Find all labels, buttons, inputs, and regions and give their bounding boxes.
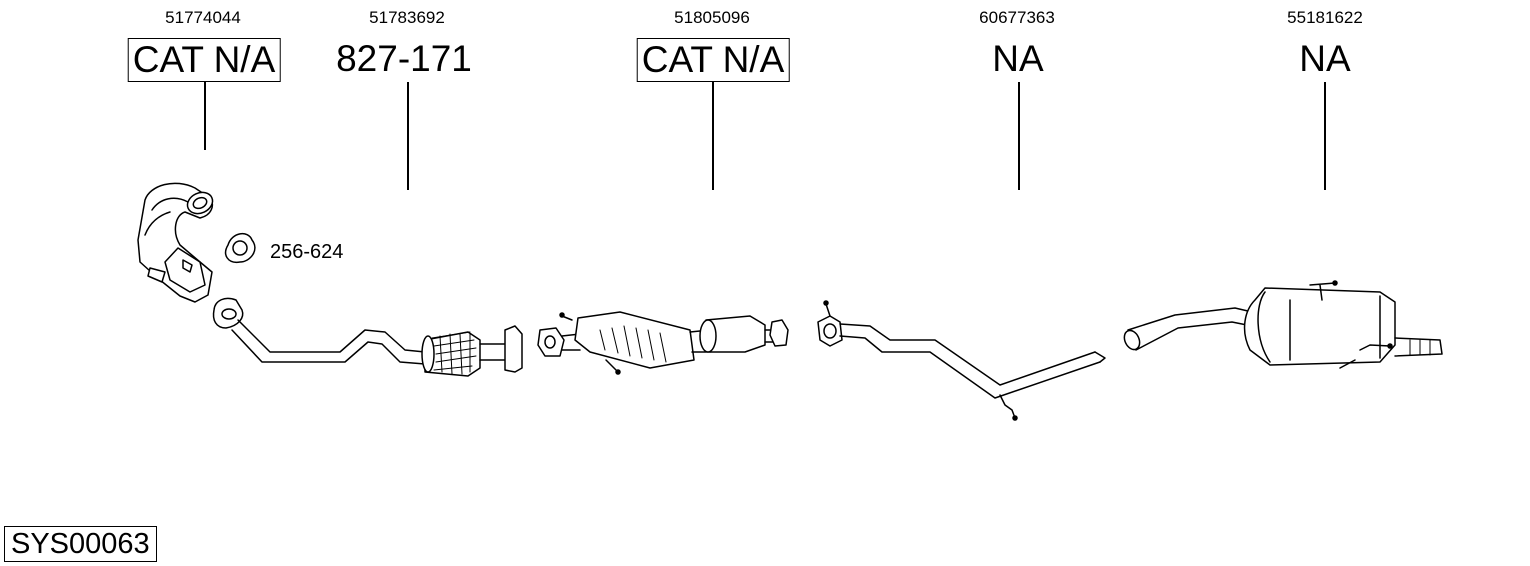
gasket-drawing — [224, 233, 256, 264]
part-number-2: 51783692 — [369, 8, 445, 27]
part-number-5: 55181622 — [1287, 8, 1363, 27]
manifold-catalyst-drawing — [137, 182, 214, 303]
gasket-reference-label: 256-624 — [270, 241, 344, 263]
part-number-1: 51774044 — [165, 8, 241, 27]
reference-label-2: 827-171 — [336, 38, 472, 79]
front-pipe-drawing — [212, 297, 523, 377]
reference-label-1: CAT N/A — [127, 38, 281, 82]
leader-line-3 — [712, 82, 714, 190]
leader-line-5 — [1324, 82, 1326, 190]
leader-line-2 — [407, 82, 409, 190]
part-number-4: 60677363 — [979, 8, 1055, 27]
reference-label-3: CAT N/A — [636, 38, 790, 82]
leader-line-1 — [204, 82, 206, 150]
reference-label-4: NA — [992, 38, 1044, 79]
reference-label-5: NA — [1299, 38, 1351, 79]
part-number-3: 51805096 — [674, 8, 750, 27]
leader-line-4 — [1018, 82, 1020, 190]
intermediate-pipe-drawing — [817, 300, 1106, 421]
system-code-label: SYS00063 — [4, 526, 157, 562]
rear-silencer-drawing — [1123, 280, 1443, 369]
underfloor-catalyst-drawing — [537, 311, 789, 375]
